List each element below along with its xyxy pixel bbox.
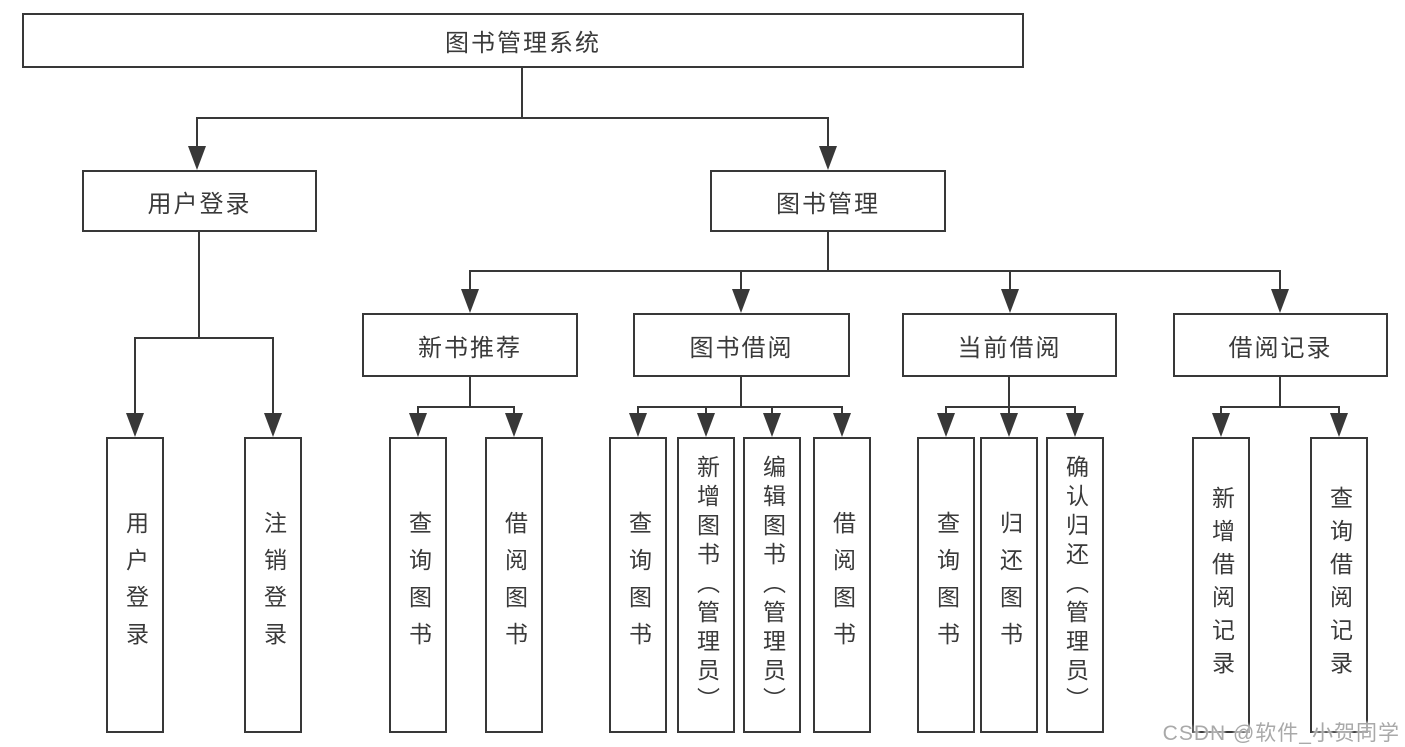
arrow-down-icon	[264, 413, 282, 437]
leaf-confirm-return-admin: 确认归还（管理员）	[1046, 437, 1104, 733]
connector-line	[945, 406, 947, 414]
connector-line	[1008, 406, 1010, 414]
connector-line	[841, 406, 843, 414]
arrow-down-icon	[1330, 413, 1348, 437]
connector-line	[740, 270, 742, 290]
connector-line	[705, 406, 707, 414]
connector-line	[1338, 406, 1340, 414]
connector-line	[272, 337, 274, 414]
node-borrowing-records-label: 借阅记录	[1228, 334, 1333, 362]
leaf-borrow-books-borrowing: 借阅图书	[813, 437, 871, 733]
connector-line	[771, 406, 773, 414]
node-book-borrowing: 图书借阅	[633, 313, 850, 377]
leaf-edit-book-admin-label: 编辑图书（管理员）	[759, 454, 786, 716]
connector-line	[1008, 377, 1010, 407]
arrow-down-icon	[697, 413, 715, 437]
leaf-return-book-label: 归还图书	[996, 511, 1023, 659]
arrow-down-icon	[1000, 413, 1018, 437]
connector-line	[469, 270, 471, 290]
connector-line	[198, 232, 200, 338]
leaf-query-books-borrowing-label: 查询图书	[625, 511, 652, 659]
leaf-return-book: 归还图书	[980, 437, 1038, 733]
leaf-user-login: 用户登录	[106, 437, 164, 733]
leaf-edit-book-admin: 编辑图书（管理员）	[743, 437, 801, 733]
connector-line	[196, 117, 198, 146]
arrow-down-icon	[1212, 413, 1230, 437]
node-new-book-recommendation-label: 新书推荐	[418, 334, 522, 362]
connector-line	[637, 406, 843, 408]
leaf-add-borrow-record-label: 新增借阅记录	[1208, 486, 1235, 684]
connector-line	[945, 406, 1076, 408]
leaf-add-book-admin-label: 新增图书（管理员）	[693, 454, 720, 716]
leaf-add-book-admin: 新增图书（管理员）	[677, 437, 735, 733]
csdn-watermark: CSDN @软件_小贺同学	[1162, 722, 1400, 745]
node-user-login: 用户登录	[82, 170, 317, 232]
leaf-add-borrow-record: 新增借阅记录	[1192, 437, 1250, 733]
node-user-login-label: 用户登录	[147, 190, 252, 218]
node-new-book-recommendation: 新书推荐	[362, 313, 578, 377]
arrow-down-icon	[819, 146, 837, 170]
leaf-logout-label: 注销登录	[260, 511, 287, 659]
node-book-borrowing-label: 图书借阅	[689, 334, 794, 362]
connector-line	[469, 377, 471, 407]
leaf-borrow-books-recommend: 借阅图书	[485, 437, 543, 733]
leaf-query-borrow-record-label: 查询借阅记录	[1326, 486, 1353, 684]
connector-line	[134, 337, 274, 339]
node-book-management-label: 图书管理	[776, 190, 880, 218]
connector-line	[1279, 270, 1281, 290]
connector-line	[740, 377, 742, 407]
leaf-query-books-borrowing: 查询图书	[609, 437, 667, 733]
connector-line	[1009, 270, 1011, 290]
node-root-label: 图书管理系统	[445, 30, 601, 57]
leaf-borrow-books-recommend-label: 借阅图书	[501, 511, 528, 659]
leaf-confirm-return-admin-label: 确认归还（管理员）	[1062, 454, 1089, 716]
leaf-query-books-recommend: 查询图书	[389, 437, 447, 733]
connector-line	[1220, 406, 1222, 414]
connector-line	[1074, 406, 1076, 414]
connector-line	[134, 337, 136, 414]
arrow-down-icon	[461, 289, 479, 313]
connector-line	[637, 406, 639, 414]
arrow-down-icon	[409, 413, 427, 437]
connector-line	[1220, 406, 1340, 408]
arrow-down-icon	[1066, 413, 1084, 437]
leaf-user-login-label: 用户登录	[122, 511, 149, 659]
leaf-query-borrow-record: 查询借阅记录	[1310, 437, 1368, 733]
arrow-down-icon	[505, 413, 523, 437]
leaf-query-books-current-label: 查询图书	[933, 511, 960, 659]
connector-line	[827, 117, 829, 146]
arrow-down-icon	[1001, 289, 1019, 313]
leaf-query-books-recommend-label: 查询图书	[405, 511, 432, 659]
arrow-down-icon	[188, 146, 206, 170]
leaf-borrow-books-borrowing-label: 借阅图书	[829, 511, 856, 659]
node-current-borrowing: 当前借阅	[902, 313, 1117, 377]
node-book-management: 图书管理	[710, 170, 946, 232]
arrow-down-icon	[833, 413, 851, 437]
node-current-borrowing-label: 当前借阅	[957, 334, 1062, 362]
connector-line	[196, 117, 829, 119]
connector-line	[521, 68, 523, 118]
connector-line	[1279, 377, 1281, 407]
connector-line	[417, 406, 515, 408]
node-root: 图书管理系统	[22, 13, 1024, 68]
connector-line	[469, 270, 1281, 272]
connector-line	[513, 406, 515, 414]
connector-line	[417, 406, 419, 414]
leaf-query-books-current: 查询图书	[917, 437, 975, 733]
arrow-down-icon	[763, 413, 781, 437]
arrow-down-icon	[629, 413, 647, 437]
arrow-down-icon	[126, 413, 144, 437]
node-borrowing-records: 借阅记录	[1173, 313, 1388, 377]
arrow-down-icon	[1271, 289, 1289, 313]
arrow-down-icon	[732, 289, 750, 313]
leaf-logout: 注销登录	[244, 437, 302, 733]
connector-line	[827, 232, 829, 271]
arrow-down-icon	[937, 413, 955, 437]
